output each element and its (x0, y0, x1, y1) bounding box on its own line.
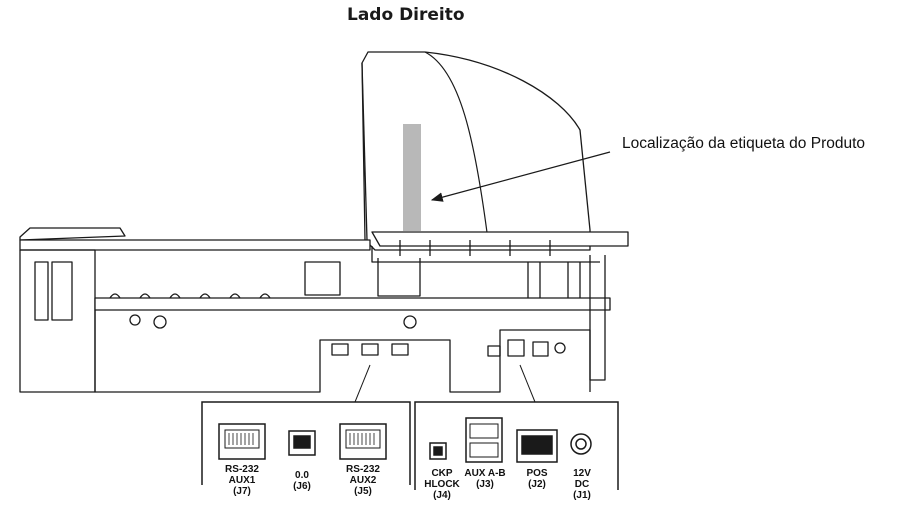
port-label-j3: AUX A-B(J3) (464, 468, 506, 490)
callout-arrow (430, 151, 611, 202)
port-label-j6: 0.0(J6) (293, 470, 311, 492)
diagram-title: Lado Direito (347, 5, 465, 25)
port-label-j2: POS(J2) (526, 468, 548, 490)
port-detail-left (201, 401, 411, 485)
scanner-tower (361, 51, 591, 251)
port-detail-right (414, 401, 619, 490)
scanner-body (19, 249, 96, 393)
scanner-platter (19, 227, 126, 241)
product-label-location (403, 124, 421, 231)
product-label-callout: Localização da etiqueta do Produto (622, 135, 866, 152)
